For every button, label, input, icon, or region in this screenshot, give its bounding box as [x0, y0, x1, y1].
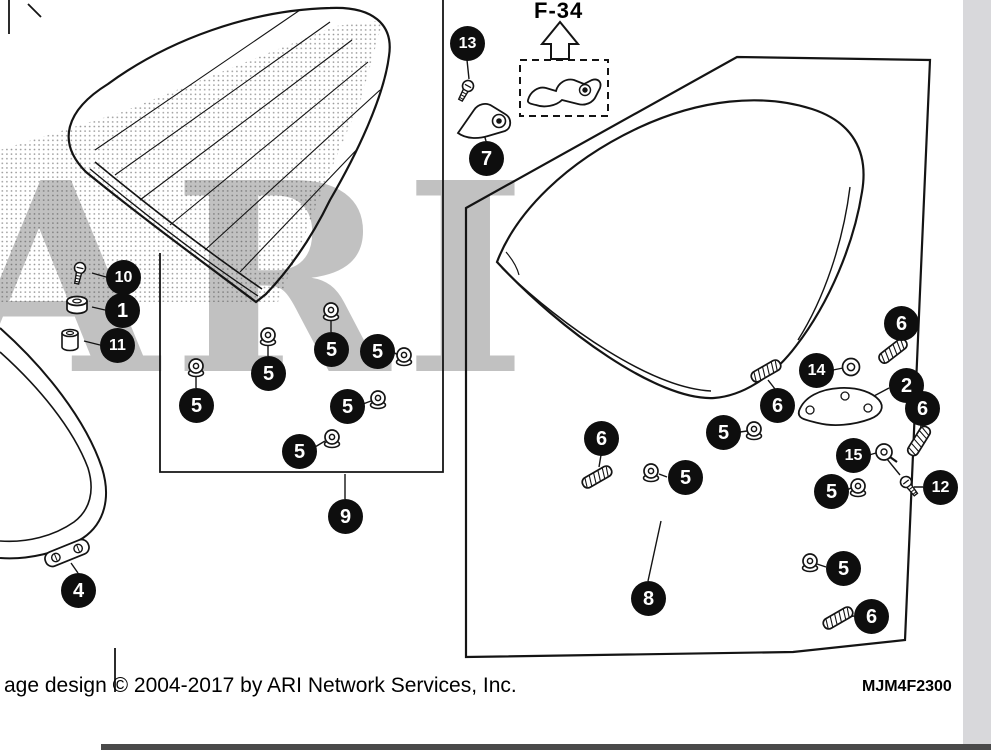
- right-seat-drawing: [495, 99, 865, 400]
- callout-11: 11: [100, 328, 135, 363]
- washer-part: [841, 357, 861, 377]
- callout-14: 14: [799, 353, 834, 388]
- callout-4: 4: [61, 573, 96, 608]
- callout-10: 10: [106, 260, 141, 295]
- right-panel-border: [464, 55, 932, 659]
- collar-part: [61, 328, 79, 352]
- left-seat-drawing: [67, 6, 391, 304]
- callout-1: 1: [105, 293, 140, 328]
- pad-part: [905, 423, 933, 459]
- callout-12: 12: [923, 470, 958, 505]
- part-code-label: MJM4F2300: [862, 678, 952, 695]
- hinge-bracket-part: [797, 387, 883, 426]
- grommet-part: [801, 553, 819, 573]
- callout-13: 13: [450, 26, 485, 61]
- callout-5: 5: [330, 389, 365, 424]
- callout-6: 6: [905, 391, 940, 426]
- copyright-text: age design © 2004-2017 by ARI Network Se…: [4, 674, 517, 697]
- callout-5: 5: [314, 332, 349, 367]
- grommet-part: [745, 421, 763, 441]
- callout-5: 5: [251, 356, 286, 391]
- grommet-part: [395, 347, 413, 367]
- callout-5: 5: [706, 415, 741, 450]
- callout-15: 15: [836, 438, 871, 473]
- grommet-part: [322, 302, 340, 322]
- reference-label: F-34: [534, 0, 584, 23]
- bolt-washer-part: [874, 442, 899, 464]
- grommet-part: [187, 358, 205, 378]
- pad-part: [820, 604, 856, 632]
- grommet-part: [323, 429, 341, 449]
- grommet-part: [369, 390, 387, 410]
- callout-5: 5: [282, 434, 317, 469]
- striker-part: [456, 103, 512, 139]
- callout-6: 6: [584, 421, 619, 456]
- lower-left-seat-drawing: [0, 327, 108, 560]
- callout-8: 8: [631, 581, 666, 616]
- reference-box: [519, 20, 609, 117]
- leader-lines: [70, 59, 923, 618]
- pad-part: [876, 335, 910, 367]
- callout-6: 6: [884, 306, 919, 341]
- callout-5: 5: [179, 388, 214, 423]
- grommet-part: [849, 478, 867, 498]
- screw-part: [897, 473, 921, 499]
- callout-6: 6: [760, 388, 795, 423]
- bottom-edge-bar: [101, 744, 991, 750]
- callout-5: 5: [668, 460, 703, 495]
- callout-5: 5: [826, 551, 861, 586]
- callout-7: 7: [469, 141, 504, 176]
- left-panel-border: [8, 0, 444, 692]
- callout-9: 9: [328, 499, 363, 534]
- grommet-part: [259, 327, 277, 347]
- up-arrow-icon: [539, 20, 581, 60]
- callout-5: 5: [814, 474, 849, 509]
- seat-hook-part: [526, 78, 602, 108]
- right-edge-strip: [963, 0, 991, 750]
- rubber-mount-part: [66, 295, 88, 315]
- callout-5: 5: [360, 334, 395, 369]
- pad-part: [579, 463, 615, 491]
- callout-6: 6: [854, 599, 889, 634]
- screw-part: [454, 77, 477, 104]
- grommet-part: [642, 463, 660, 483]
